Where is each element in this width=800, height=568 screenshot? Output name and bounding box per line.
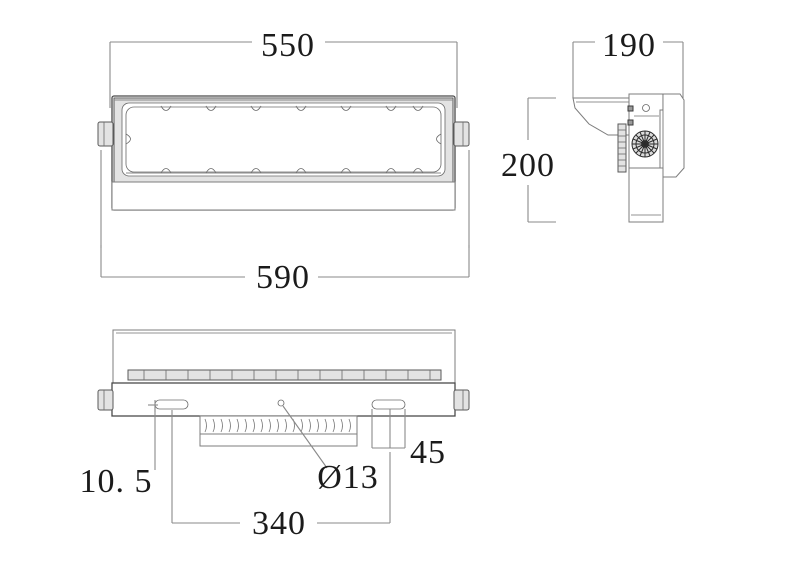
front-lens-frame <box>121 102 446 177</box>
bottom-lens-edge-strip <box>127 369 442 381</box>
side-heatsink-profile <box>663 93 685 178</box>
clip-notch-bottom-4 <box>295 168 307 174</box>
dimension-340: 340 <box>171 410 391 542</box>
heatsink-base-bar <box>199 433 358 447</box>
side-screw-lower <box>627 119 634 126</box>
clip-notch-top-2 <box>205 105 217 111</box>
front-lens-inner-frame <box>125 106 442 173</box>
dimension-label-340: 340 <box>252 505 306 542</box>
front-lower-housing-band <box>111 181 456 211</box>
side-view-group: 190 200 <box>501 27 685 223</box>
dimension-label-550: 550 <box>261 27 315 64</box>
front-clip-notches-bottom <box>160 168 424 174</box>
bottom-base-plate <box>111 382 456 417</box>
side-fin-stack <box>617 123 627 173</box>
dimension-label-200: 200 <box>501 147 555 184</box>
dimension-590: 590 <box>100 245 470 296</box>
side-pivot-marker <box>642 104 650 112</box>
front-left-mounting-tab <box>97 121 114 147</box>
clip-notch-bottom-6 <box>385 168 397 174</box>
dimension-diameter-13: Ø13 <box>282 405 379 496</box>
side-screw-upper <box>627 105 634 112</box>
left-tab-block <box>97 121 114 147</box>
dimension-label-10-5: 10. 5 <box>80 463 153 500</box>
clip-notch-left <box>125 133 131 145</box>
mounting-slot-right <box>371 399 406 410</box>
dimension-550: 550 <box>109 27 458 108</box>
dimension-label-45: 45 <box>410 434 446 471</box>
clip-notch-top-4 <box>295 105 307 111</box>
front-view-group: 550 <box>97 27 470 296</box>
mounting-slot-left <box>154 399 189 410</box>
clip-notch-right <box>436 133 442 145</box>
bottom-right-tab <box>453 389 470 411</box>
clip-notch-bottom-1 <box>160 168 172 174</box>
clip-notch-top-6 <box>385 105 397 111</box>
clip-notch-top-3 <box>250 105 262 111</box>
dimension-label-590: 590 <box>256 259 310 296</box>
clip-notch-bottom-7 <box>412 168 424 174</box>
knob-splines <box>632 131 658 157</box>
dimension-label-190: 190 <box>602 27 656 64</box>
angle-adjustment-knob[interactable] <box>631 130 659 158</box>
leader-diameter-13 <box>282 405 328 469</box>
dimension-200: 200 <box>501 97 556 223</box>
clip-notch-bottom-2 <box>205 168 217 174</box>
dimension-45: 45 <box>371 409 446 471</box>
front-clip-notches-top <box>160 105 424 111</box>
side-lower-body <box>628 167 664 223</box>
right-tab-block <box>453 121 470 147</box>
bottom-left-tab <box>97 389 114 411</box>
clip-notch-top-7 <box>412 105 424 111</box>
bottom-view-group: 10. 5 45 Ø13 340 <box>80 329 470 542</box>
dimension-10-5: 10. 5 <box>80 400 158 500</box>
cable-gland-hole <box>277 399 285 407</box>
bottom-heatsink-block <box>199 415 358 447</box>
front-right-mounting-tab <box>453 121 470 147</box>
dimension-label-diameter-13: Ø13 <box>317 459 379 496</box>
clip-notch-top-5 <box>340 105 352 111</box>
clip-notch-bottom-3 <box>250 168 262 174</box>
lens-edge-bar <box>127 369 442 381</box>
clip-notch-bottom-5 <box>340 168 352 174</box>
dimension-190: 190 <box>572 27 684 98</box>
clip-notch-top-1 <box>160 105 172 111</box>
